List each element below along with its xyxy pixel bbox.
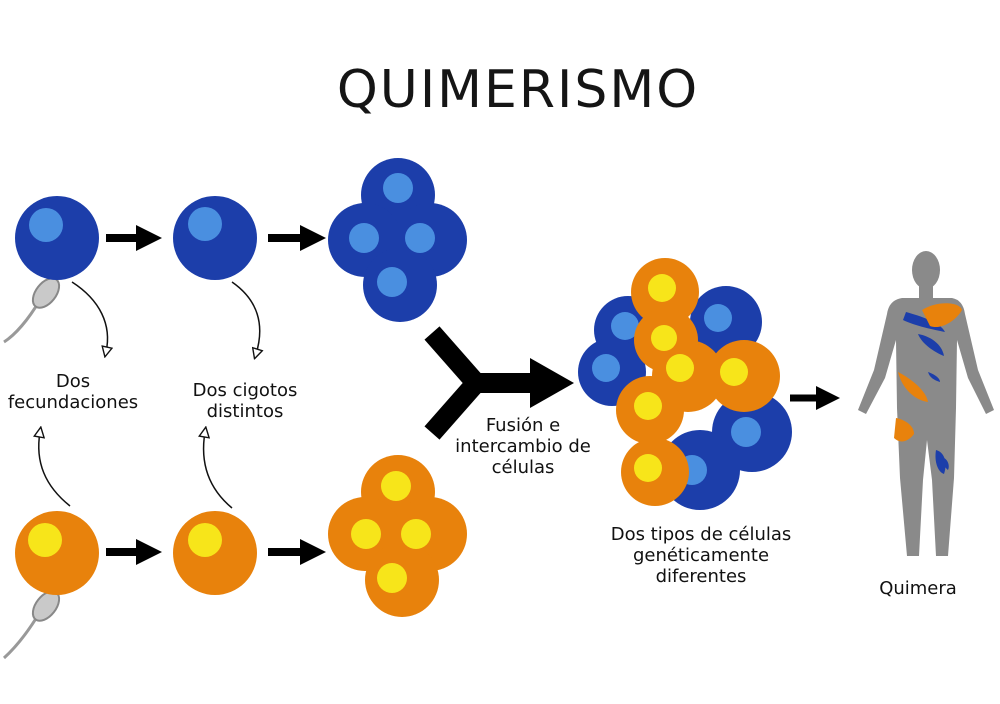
fusion-label-line3: células xyxy=(491,457,555,478)
diagram-title: QUIMERISMO xyxy=(336,60,700,120)
cell-types-label-line2: genéticamente xyxy=(632,545,770,566)
cell-types-label: Dos tipos de células genéticamente difer… xyxy=(596,524,806,587)
orange-zygote-cell xyxy=(173,511,257,595)
orange-morula xyxy=(328,455,467,617)
sperm-icon-bottom xyxy=(2,590,61,660)
blue-morula xyxy=(328,158,467,322)
curved-arrow-icon-4 xyxy=(204,432,233,509)
blue-egg-cell xyxy=(15,196,99,280)
fusion-arrow-icon xyxy=(424,326,574,440)
cell-types-label-line1: Dos tipos de células xyxy=(610,524,792,545)
blue-zygote-cell xyxy=(173,196,257,280)
arrow-icon-blue-1 xyxy=(106,225,162,251)
fusion-label-line1: Fusión e xyxy=(485,415,561,436)
human-body-icon xyxy=(858,251,994,556)
arrow-icon-chimera xyxy=(790,386,840,410)
fusion-label-line2: intercambio de xyxy=(455,436,591,457)
arrow-icon-orange-1 xyxy=(106,539,162,565)
fusion-label: Fusión e intercambio de células xyxy=(448,415,598,478)
sperm-icon-top xyxy=(3,277,61,344)
zygotes-label-line2: distintos xyxy=(206,401,284,422)
curved-arrow-icon-3 xyxy=(39,432,71,507)
chimera-label: Quimera xyxy=(879,578,957,599)
cell-types-label-line3: diferentes xyxy=(655,566,747,587)
fertilizations-label: Dos fecundaciones xyxy=(3,371,143,413)
zygotes-label: Dos cigotos distintos xyxy=(180,380,310,422)
curved-arrow-icon-1 xyxy=(71,281,108,352)
curved-arrow-icon-2 xyxy=(231,281,260,354)
zygotes-label-line1: Dos cigotos xyxy=(192,380,298,401)
orange-egg-cell xyxy=(15,511,99,595)
arrow-icon-orange-2 xyxy=(268,539,326,565)
mixed-cell-cluster xyxy=(578,258,792,510)
fertilizations-label-line2: fecundaciones xyxy=(7,392,139,413)
arrow-icon-blue-2 xyxy=(268,225,326,251)
fertilizations-label-line1: Dos xyxy=(55,371,91,392)
